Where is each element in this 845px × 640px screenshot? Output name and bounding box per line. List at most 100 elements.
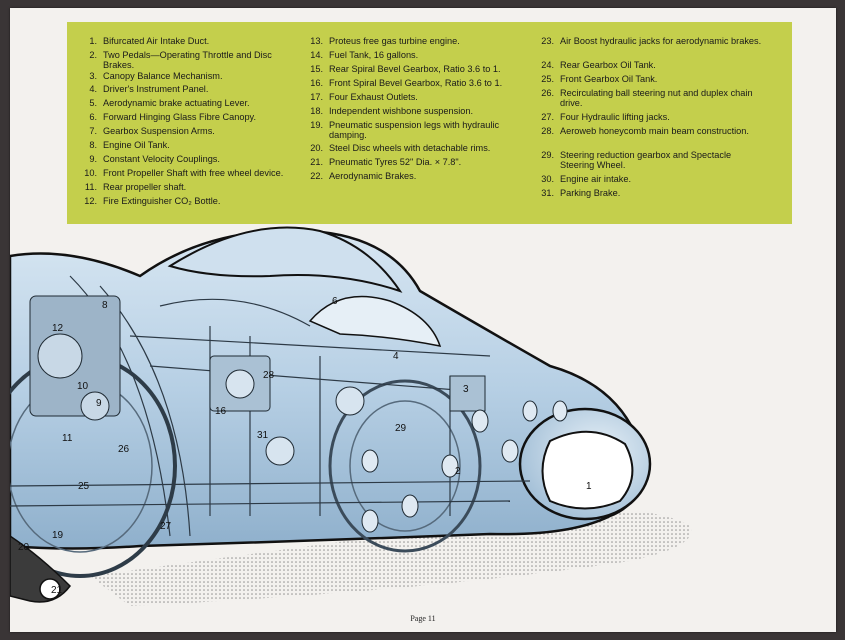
- legend-item: 20. Steel Disc wheels with detachable rim…: [305, 143, 533, 153]
- legend-item-text: Engine Oil Tank.: [103, 140, 170, 150]
- legend-item-text: Constant Velocity Couplings.: [103, 154, 220, 164]
- legend-item: 30. Engine air intake.: [536, 174, 764, 184]
- legend-item: 1. Bifurcated Air Intake Duct.: [79, 36, 305, 46]
- page: 1. Bifurcated Air Intake Duct. 2.Two Pedal…: [10, 8, 836, 632]
- legend-item-text: Rear Gearbox Oil Tank.: [560, 60, 656, 70]
- legend-item-text: Four Exhaust Outlets.: [329, 92, 418, 102]
- legend-item: 10.Front Propeller Shaft with free wheel…: [79, 168, 305, 178]
- callout-number: 9: [96, 398, 102, 409]
- legend-item: 7.Gearbox Suspension Arms.: [79, 126, 305, 136]
- legend-item-number: 13.: [310, 36, 323, 46]
- legend-item-number: 18.: [310, 106, 323, 116]
- legend-item-text: Pneumatic Tyres 52" Dia. × 7.8".: [329, 157, 462, 167]
- legend-item-number: 15.: [310, 64, 323, 74]
- legend-item-number: 11.: [84, 182, 97, 192]
- engine-block: [29, 295, 486, 466]
- chassis-structure: [10, 275, 531, 537]
- callout-number: 21: [51, 585, 63, 596]
- legend-item: 2.Two Pedals—Operating Throttle and Disc…: [79, 50, 305, 70]
- legend-item: 31. Parking Brake.: [536, 188, 764, 198]
- legend-item-text: Fire Extinguisher CO₂ Bottle.: [103, 196, 221, 206]
- legend-item: 15. Rear Spiral Bevel Gearbox, Ratio 3.6 …: [305, 64, 533, 74]
- legend-item-text: Engine air intake.: [560, 174, 631, 184]
- callout-number: 4: [393, 351, 399, 362]
- legend-item-text: Front Propeller Shaft with free wheel de…: [103, 168, 284, 178]
- callout-number: 29: [395, 423, 407, 434]
- legend-item-text: Rear Spiral Bevel Gearbox, Ratio 3.6 to …: [329, 64, 501, 74]
- callout-number: 28: [263, 370, 275, 381]
- legend-item: 8. Engine Oil Tank.: [79, 140, 305, 150]
- legend-item-number: 12.: [84, 196, 97, 206]
- legend-item-number: 4.: [89, 84, 97, 94]
- legend-item-text: Steel Disc wheels with detachable rims.: [329, 143, 491, 153]
- callout-number: 3: [463, 384, 469, 395]
- legend-item-number: 7.: [89, 126, 97, 136]
- callout-number: 19: [52, 530, 64, 541]
- legend-item: 3. Canopy Balance Mechanism.: [79, 71, 305, 81]
- legend-item-number: 25.: [541, 74, 554, 84]
- legend-item-number: 14.: [310, 50, 323, 60]
- legend-item-number: 31.: [541, 188, 554, 198]
- legend-item-number: 21.: [310, 157, 323, 167]
- legend-item-text: Proteus free gas turbine engine.: [329, 36, 460, 46]
- legend-item: 17. Four Exhaust Outlets.: [305, 92, 533, 102]
- legend-item: 14. Fuel Tank, 16 gallons.: [305, 50, 533, 60]
- beam-holes: [361, 400, 568, 533]
- legend-item-number: 24.: [541, 60, 554, 70]
- legend-item: 16. Front Spiral Bevel Gearbox, Ratio 3.6…: [305, 78, 533, 88]
- legend-item-text: Recirculating ball steering nut and dupl…: [560, 88, 753, 108]
- legend-item: 11. Rear propeller shaft.: [79, 182, 305, 192]
- legend-item-number: 3.: [89, 71, 97, 81]
- legend-item-number: 9.: [89, 154, 97, 164]
- legend-item: 18. Independent wishbone suspension.: [305, 106, 533, 116]
- callout-number: 10: [77, 381, 89, 392]
- legend-item: 5. Aerodynamic brake actuating Lever.: [79, 98, 305, 108]
- legend-item: 26. Recirculating ball steering nut and d…: [536, 88, 764, 108]
- legend-item-number: 29.: [541, 150, 554, 160]
- legend-item-number: 5.: [89, 98, 97, 108]
- canopy: [308, 295, 442, 347]
- legend-item-text: Aerodynamic brake actuating Lever.: [103, 98, 250, 108]
- page-number: Page 11: [410, 614, 436, 623]
- legend-item-text: Front Spiral Bevel Gearbox, Ratio 3.6 to…: [329, 78, 503, 88]
- legend-item: 19.Pneumatic suspension legs with hydrau…: [305, 120, 533, 140]
- callout-number: 6: [332, 296, 338, 307]
- legend-item-text: Two Pedals—Operating Throttle and Disc B…: [103, 50, 272, 70]
- legend-item-number: 28.: [541, 126, 554, 136]
- legend-item-number: 17.: [310, 92, 323, 102]
- legend-item-number: 19.: [310, 120, 323, 130]
- callout-number: 8: [102, 300, 108, 311]
- legend-item-text: Fuel Tank, 16 gallons.: [329, 50, 419, 60]
- legend-item-text: Bifurcated Air Intake Duct.: [103, 36, 210, 46]
- legend-item-number: 1.: [89, 36, 97, 46]
- legend-item-number: 20.: [310, 143, 323, 153]
- legend-item: 12. Fire Extinguisher CO₂ Bottle.: [79, 196, 305, 206]
- callout-number: 20: [18, 542, 30, 553]
- legend-item-text: Canopy Balance Mechanism.: [103, 71, 223, 81]
- legend-item-text: Independent wishbone suspension.: [329, 106, 474, 116]
- callout-number: 27: [160, 521, 172, 532]
- legend-item-number: 22.: [310, 171, 323, 181]
- legend-item-text: Air Boost hydraulic jacks for aerodynami…: [560, 36, 762, 46]
- callout-number: 25: [78, 481, 90, 492]
- legend-item-text: Parking Brake.: [560, 188, 621, 198]
- legend-item-number: 8.: [89, 140, 97, 150]
- legend-item-number: 26.: [541, 88, 554, 98]
- legend-item: 6.Forward Hinging Glass Fibre Canopy.: [79, 112, 305, 122]
- tail-fin: [167, 226, 403, 293]
- legend-item-text: Rear propeller shaft.: [103, 182, 187, 192]
- legend-item: 28. Aeroweb honeycomb main beam construct…: [536, 126, 764, 136]
- car-body: [10, 229, 644, 550]
- legend-item-number: 30.: [541, 174, 554, 184]
- legend-item: 24. Rear Gearbox Oil Tank.: [536, 60, 764, 70]
- callout-number: 11: [62, 433, 73, 444]
- callout-number: 31: [257, 430, 269, 441]
- legend-item-text: Aeroweb honeycomb main beam construction…: [560, 126, 749, 136]
- legend-item: 13. Proteus free gas turbine engine.: [305, 36, 533, 46]
- legend-item-number: 16.: [310, 78, 323, 88]
- legend-item-text: Front Gearbox Oil Tank.: [560, 74, 658, 84]
- legend-item-number: 6.: [89, 112, 97, 122]
- legend-item: 29.Steering reduction gearbox and Specta…: [536, 150, 764, 170]
- legend-item-text: Four Hydraulic lifting jacks.: [560, 112, 670, 122]
